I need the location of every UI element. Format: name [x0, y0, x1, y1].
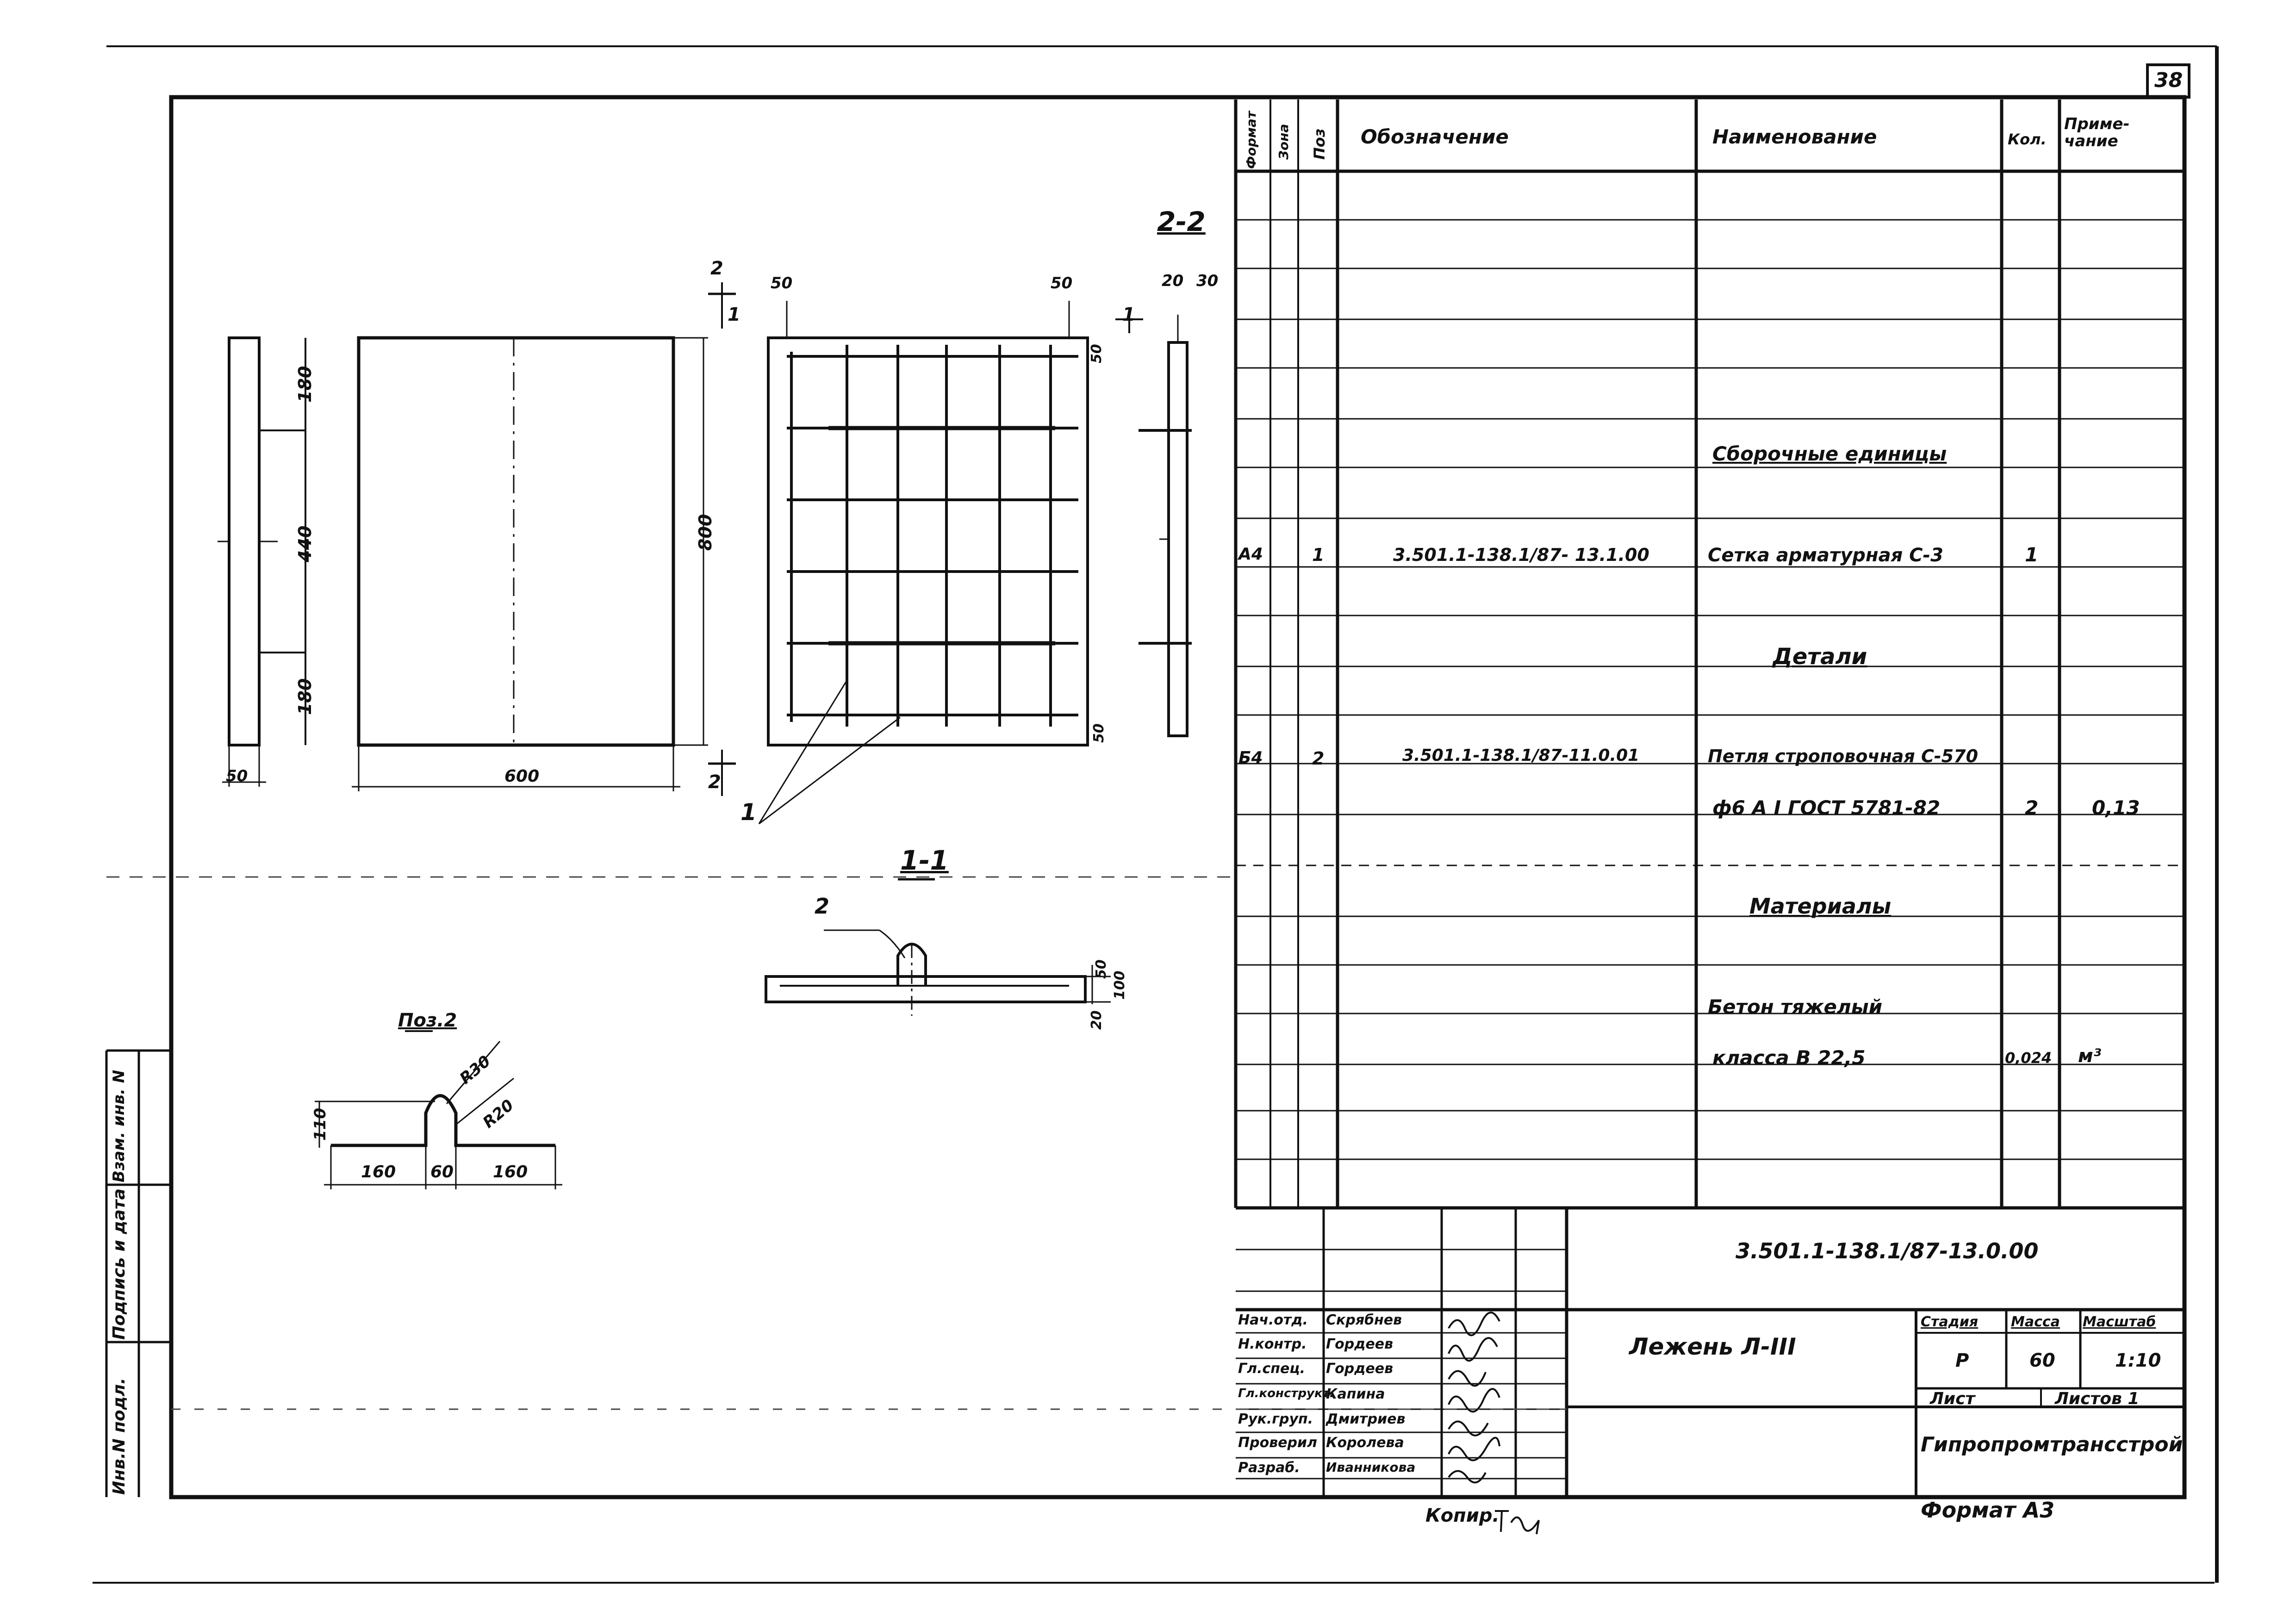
dim-label: 20: [1162, 272, 1184, 290]
side-stamp-inv-no: Инв.N подл.: [110, 1378, 129, 1495]
signature-name: Скрябнев: [1326, 1312, 1402, 1328]
dim-label: 30: [1196, 272, 1219, 290]
dim-label: 160: [493, 1163, 528, 1181]
dim-label: 180: [295, 366, 315, 403]
dim-label: 180: [295, 678, 315, 715]
header-qty: Кол.: [2008, 131, 2047, 148]
row-name: Бетон тяжелый: [1708, 995, 1883, 1018]
header-pos: Поз: [1311, 128, 1328, 160]
dim-label: 800: [695, 514, 716, 551]
signature-name: Гордеев: [1326, 1336, 1394, 1352]
pos2-label: Поз.2: [398, 1010, 457, 1031]
signature-name: Капина: [1326, 1386, 1385, 1402]
mass-value: 60: [2029, 1350, 2055, 1371]
signature-name: Королева: [1326, 1435, 1404, 1451]
cut-mark: 1: [728, 304, 740, 325]
signature-role: Гл.спец.: [1238, 1361, 1305, 1377]
organization-name: Гипропромтрансстрой: [1921, 1433, 2183, 1456]
row-qty: 0,024: [2005, 1049, 2052, 1067]
dim-label: 600: [504, 767, 540, 786]
dim-label: 50: [226, 767, 248, 785]
row-note: 0,13: [2092, 796, 2140, 819]
cut-mark: 2: [708, 771, 721, 793]
side-view-left: [218, 336, 306, 787]
section-1-1-label: 1-1: [900, 845, 949, 876]
dim-label: 100: [1112, 970, 1128, 1000]
row-name: класса В 22,5: [1712, 1046, 1866, 1069]
mesh-view: [758, 301, 1089, 825]
sheets-label: Листов 1: [2055, 1389, 2140, 1408]
row-format: Б4: [1238, 748, 1263, 767]
dim-label: 160: [361, 1163, 396, 1181]
dim-label: 110: [311, 1108, 330, 1141]
section-2-2-label: 2-2: [1157, 206, 1206, 237]
section-assembly-units: Сборочные единицы: [1712, 442, 1947, 465]
dim-label: 60: [430, 1163, 454, 1181]
pos2-detail-view: [315, 1030, 562, 1189]
header-name: Наименование: [1712, 125, 1877, 148]
document-code: 3.501.1-138.1/87-13.0.00: [1736, 1238, 2039, 1263]
signature-name: Дмитриев: [1326, 1411, 1406, 1427]
row-name: Сетка арматурная С-3: [1708, 545, 1943, 566]
loop-callout: 2: [815, 894, 830, 919]
mesh-callout: 1: [740, 799, 757, 826]
section-materials: Материалы: [1749, 894, 1892, 919]
copier-signature: [1495, 1510, 1540, 1535]
signature-role: Гл.конструкт.: [1238, 1387, 1334, 1400]
front-plan-view: [352, 282, 736, 796]
side-stamp: [105, 1049, 171, 1497]
row-name: ф6 А I ГОСТ 5781-82: [1712, 796, 1941, 819]
header-note: Приме- чание: [2064, 115, 2130, 151]
signature-role: Н.контр.: [1238, 1336, 1307, 1352]
row-format: А4: [1238, 545, 1263, 564]
dim-label: 50: [771, 274, 793, 292]
row-pos: 1: [1312, 545, 1325, 565]
row-pos: 2: [1312, 748, 1325, 769]
section-1-1-view: [765, 878, 1111, 1016]
header-zone: Зона: [1276, 124, 1291, 160]
stage-value: Р: [1955, 1350, 1969, 1371]
copied-label: Копир.: [1425, 1505, 1500, 1526]
row-name: Петля строповочная С-570: [1708, 746, 1979, 766]
sheet-frame: [93, 45, 2219, 1584]
stage-label: Стадия: [1921, 1314, 1979, 1330]
side-stamp-replaces-inv: Взам. инв. N: [110, 1070, 128, 1182]
row-designation: 3.501.1-138.1/87- 13.1.00: [1393, 545, 1649, 565]
side-stamp-sign-date: Подпись и дата: [110, 1188, 129, 1340]
break-lines: [106, 876, 1567, 1410]
scale-label: Масштаб: [2083, 1314, 2156, 1330]
dim-label: 20: [1089, 1010, 1105, 1030]
section-details: Детали: [1773, 644, 1867, 670]
cut-mark: 2: [710, 258, 723, 279]
dim-label: 50: [1089, 344, 1105, 363]
signature-role: Нач.отд.: [1238, 1312, 1308, 1328]
section-2-2-view: [1115, 310, 1192, 737]
row-qty: 2: [2025, 796, 2039, 819]
spec-table-grid: [1234, 99, 2184, 1210]
dim-label: 50: [1091, 723, 1107, 743]
signature-role: Разраб.: [1238, 1460, 1300, 1476]
signature-name: Иванникова: [1326, 1460, 1416, 1475]
signature-role: Проверил: [1238, 1435, 1317, 1451]
dim-label: 50: [1093, 959, 1109, 979]
signature-name: Гордеев: [1326, 1361, 1394, 1377]
row-designation: 3.501.1-138.1/87-11.0.01: [1402, 746, 1640, 765]
scale-value: 1:10: [2115, 1350, 2161, 1371]
dim-label: 440: [295, 525, 315, 562]
signature-role: Рук.груп.: [1238, 1411, 1313, 1427]
sheet-number: 38: [2154, 68, 2183, 92]
sheet-label: Лист: [1930, 1389, 1975, 1408]
mass-label: Масса: [2011, 1314, 2060, 1330]
drawing-title: Лежень Л-III: [1629, 1333, 1796, 1360]
format-label: Формат А3: [1921, 1498, 2055, 1523]
title-block-grid: [1236, 1208, 2184, 1497]
row-note: м³: [2078, 1045, 2102, 1067]
header-format: Формат: [1244, 111, 1259, 169]
cut-mark: 1: [1122, 304, 1135, 325]
row-qty: 1: [2025, 543, 2039, 566]
handwritten-signatures: [1448, 1312, 1500, 1484]
dim-label: 50: [1051, 274, 1073, 292]
header-designation: Обозначение: [1361, 125, 1509, 148]
